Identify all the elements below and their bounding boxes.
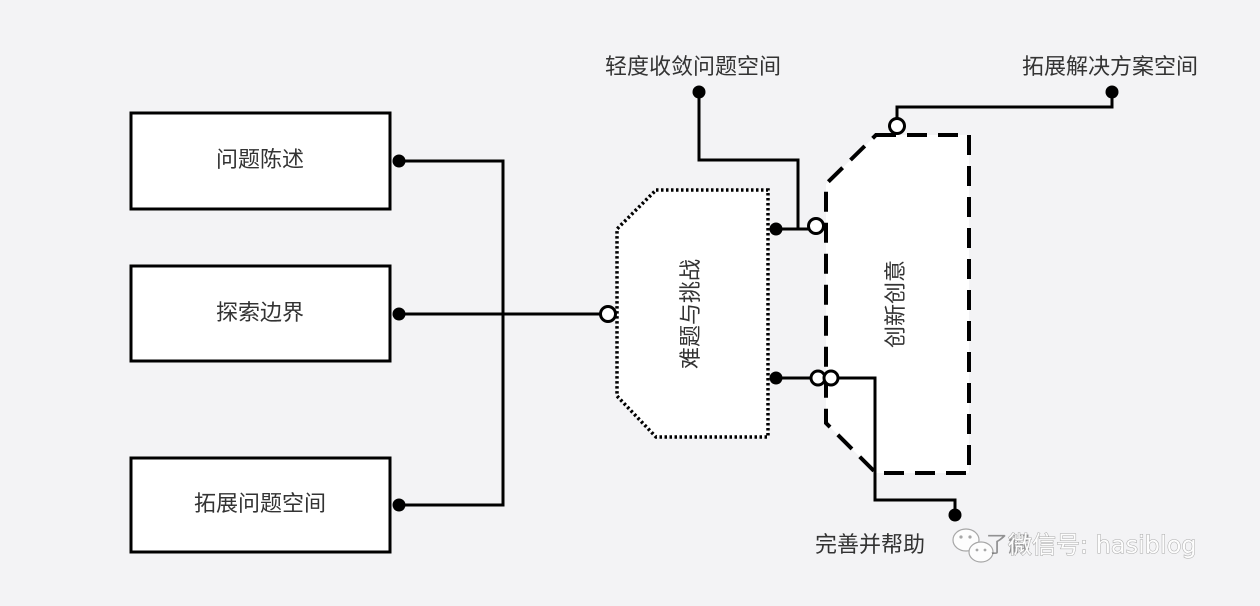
left-connectors [399,159,606,507]
expand-problem-space-label: 拓展问题空间 [194,492,326,517]
innovation-label: 创新创意 [884,260,909,348]
expand-solution-label: 拓展解决方案空间 [1022,55,1198,80]
converge-endpoint [692,85,706,99]
watermark: 了解 微信号: hasiblog [952,528,1197,563]
watermark-overlap-fragment: 了解 [986,533,1030,558]
innovation-box [824,133,971,475]
challenge-box [615,188,770,439]
wechat-logo-icon [952,528,994,563]
expand-problem-space-box [129,456,392,554]
expand-problem-space-port [392,498,406,512]
challenge-output-port-bottom [769,371,783,385]
challenge-label: 难题与挑战 [679,259,704,369]
innovation-input-port-bottom-right [822,369,840,387]
refine-label: 完善并帮助 [815,533,925,558]
challenge-input-port [599,305,617,323]
converge-label: 轻度收敛问题空间 [605,55,781,80]
innovation-output-port-top [888,117,906,135]
refine-endpoint [948,508,962,522]
innovation-input-port-top [807,217,825,235]
watermark-text: 微信号: hasiblog [1008,531,1197,559]
explore-boundary-label: 探索边界 [216,301,304,326]
problem-statement-label: 问题陈述 [216,148,304,173]
explore-boundary-port [392,307,406,321]
problem-statement-box [129,111,392,211]
expand-solution-endpoint [1105,85,1119,99]
problem-statement-port [392,154,406,168]
explore-boundary-box [129,264,392,363]
challenge-output-port-top [769,222,783,236]
